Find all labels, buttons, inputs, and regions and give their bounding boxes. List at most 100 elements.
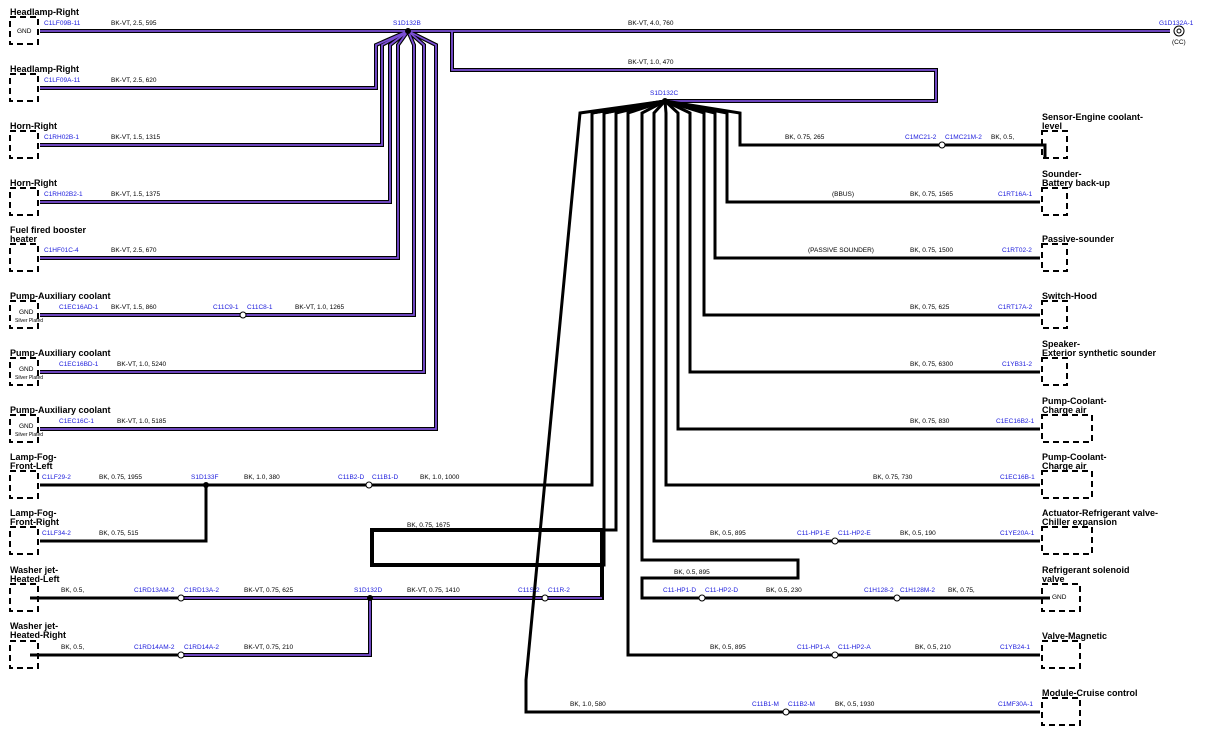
- component-name: Pump-Auxiliary coolant: [10, 405, 111, 415]
- connector-label: C1RH02B-1: [44, 134, 79, 141]
- connector-label: C11-HP2-A: [838, 644, 871, 651]
- wire-label: BK, 0.5, 190: [900, 530, 936, 537]
- component-name: Sensor-Engine coolant-: [1042, 112, 1143, 122]
- wire-label: BK, 0.75, 265: [785, 134, 825, 141]
- wire-label: BK, 0.75, 6300: [910, 361, 953, 368]
- component-name: Horn-Right: [10, 178, 57, 188]
- connector-label: C1EC16C-1: [59, 418, 94, 425]
- component-name: Module-Cruise control: [1042, 688, 1138, 698]
- connector-label: C1RD13A-2: [184, 587, 219, 594]
- purple-wires: [40, 29, 1170, 657]
- wire-label: BK, 0.5, 895: [674, 569, 710, 576]
- wire-label: BK, 0.75, 1955: [99, 474, 142, 481]
- connector-labels: C1LF09B-11 C1LF09A-11 C1RH02B-1 C1RH02B2…: [42, 20, 1194, 708]
- connector-label: C1H128-2: [864, 587, 894, 594]
- inline-connectors: [177, 141, 946, 716]
- connector-label: C11B2-D: [338, 474, 365, 481]
- component-name: Washer jet-: [10, 565, 58, 575]
- connector-label: C1HF01C-4: [44, 247, 79, 254]
- connector-label: C1LF29-2: [42, 474, 71, 481]
- wire-label: BK-VT, 4.0, 760: [628, 20, 674, 27]
- splice-label: S1D132B: [393, 20, 421, 27]
- component-name: Sounder-: [1042, 169, 1082, 179]
- connector-label: C1EC16B-1: [1000, 474, 1035, 481]
- connector-label: C1LF34-2: [42, 530, 71, 537]
- wire-label: BK, 0.5,: [61, 644, 84, 651]
- component-name: Battery back-up: [1042, 178, 1111, 188]
- component-name: Heated-Left: [10, 574, 60, 584]
- wire-label: BK, 1.0, 1000: [420, 474, 460, 481]
- connector-label: C11B1-D: [372, 474, 399, 481]
- wire-label: BK, 0.5, 210: [915, 644, 951, 651]
- splice-dots: [203, 28, 668, 601]
- note-label: (PASSIVE SOUNDER): [808, 247, 874, 254]
- gnd-label: GND: [1052, 594, 1067, 601]
- wire-label: BK-VT, 1.5, 1315: [111, 134, 161, 141]
- component-name: Passive-sounder: [1042, 234, 1115, 244]
- component-boxes: [9, 16, 1093, 726]
- gnd-label: GND: [19, 423, 34, 430]
- connector-label: C1YB24-1: [1000, 644, 1030, 651]
- connector-label: C1H128M-2: [900, 587, 935, 594]
- wire-label: BK, 0.5,: [991, 134, 1014, 141]
- wire-label: BK-VT, 2.5, 595: [111, 20, 157, 27]
- connector-label: C1RT02-2: [1002, 247, 1032, 254]
- box-labels: GND GND Silver Plated GND Silver Plated …: [15, 28, 1067, 601]
- connector-label: C1YE20A-1: [1000, 530, 1035, 537]
- wire-label: BK, 0.75,: [948, 587, 975, 594]
- wire-label: BK, 0.75, 1500: [910, 247, 953, 254]
- wire-label: BK-VT, 1.0, 1265: [295, 304, 345, 311]
- wire-label: BK, 1.0, 380: [244, 474, 280, 481]
- wire-label: BK, 0.5,: [61, 587, 84, 594]
- connector-label: C1EC16B2-1: [996, 418, 1035, 425]
- component-name: Front-Right: [10, 517, 59, 527]
- connector-label: C11-HP1-E: [797, 530, 830, 537]
- connector-label: C11B1-M: [752, 701, 779, 708]
- component-name: Pump-Coolant-: [1042, 452, 1107, 462]
- component-name: Headlamp-Right: [10, 7, 79, 17]
- component-name: Switch-Hood: [1042, 291, 1097, 301]
- component-name: Refrigerant solenoid: [1042, 565, 1130, 575]
- component-name: Horn-Right: [10, 121, 57, 131]
- connector-label: C1MC21-2: [905, 134, 937, 141]
- silver-label: Silver Plated: [15, 375, 43, 381]
- note-label: (BBUS): [832, 191, 854, 198]
- gnd-label: GND: [19, 309, 34, 316]
- connector-label: C1LF09A-11: [44, 77, 81, 84]
- connector-label: C11-HP2-E: [838, 530, 871, 537]
- connector-label: C11-HP2-D: [705, 587, 738, 594]
- splice-labels: S1D132B S1D132C S1D133F S1D132D: [191, 20, 678, 594]
- component-name: Valve-Magnetic: [1042, 631, 1107, 641]
- wire-label: BK-VT, 2.5, 670: [111, 247, 157, 254]
- black-wires: [30, 99, 1050, 714]
- connector-label: C11-HP1-A: [797, 644, 830, 651]
- component-name: Front-Left: [10, 461, 53, 471]
- wire-label: BK, 0.5, 895: [710, 530, 746, 537]
- connector-label: C1RD14A-2: [184, 644, 219, 651]
- component-name: Actuator-Refrigerant valve-: [1042, 508, 1158, 518]
- connector-label: C11C9-1: [213, 304, 239, 311]
- component-name: Lamp-Fog-: [10, 452, 57, 462]
- component-names: Headlamp-Right Headlamp-Right Horn-Right…: [10, 7, 111, 640]
- splice-label: S1D132D: [354, 587, 382, 594]
- component-name: Fuel fired booster: [10, 225, 87, 235]
- component-name: Charge air: [1042, 405, 1087, 415]
- connector-label: C11S-2: [518, 587, 540, 594]
- silver-label: Silver Plated: [15, 432, 43, 438]
- notes: (BBUS) (PASSIVE SOUNDER) (CC): [808, 39, 1186, 254]
- connector-label: G1D132A-1: [1159, 20, 1194, 27]
- gnd-label: GND: [17, 28, 32, 35]
- component-name: valve: [1042, 574, 1065, 584]
- gnd-label: GND: [19, 366, 34, 373]
- silver-label: Silver Plated: [15, 318, 43, 324]
- component-name: Speaker-: [1042, 339, 1080, 349]
- wire-label: BK, 0.75, 1675: [407, 522, 450, 529]
- connector-label: C11B2-M: [788, 701, 815, 708]
- connector-label: C1MF30A-1: [998, 701, 1033, 708]
- component-name: Pump-Coolant-: [1042, 396, 1107, 406]
- wire-label: BK-VT, 0.75, 210: [244, 644, 294, 651]
- ground-terminal-icon: [1173, 25, 1185, 37]
- component-name: Exterior synthetic sounder: [1042, 348, 1157, 358]
- wire-label: BK-VT, 0.75, 625: [244, 587, 294, 594]
- wire-label: BK, 0.5, 895: [710, 644, 746, 651]
